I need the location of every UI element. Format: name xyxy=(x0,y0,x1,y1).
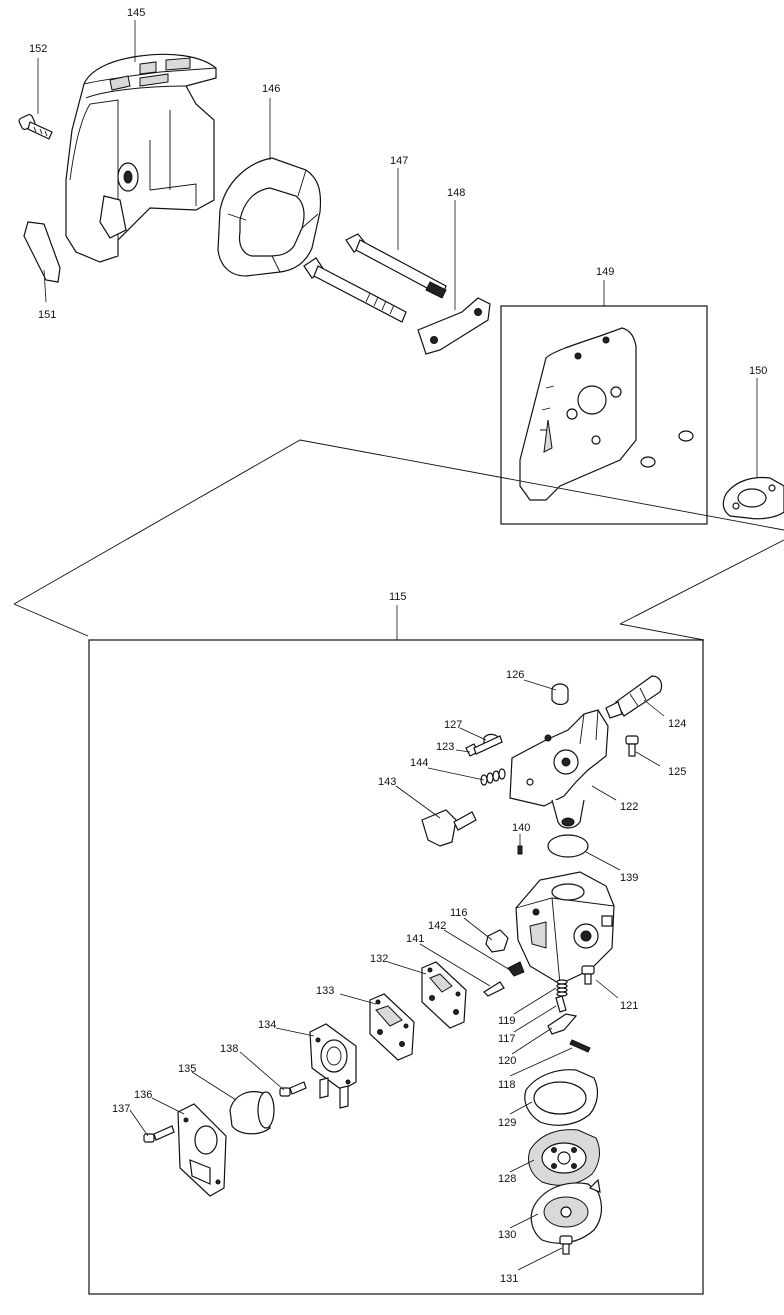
label-147: 147 xyxy=(390,155,408,167)
label-115: 115 xyxy=(389,591,407,603)
part-133-diaphragm xyxy=(369,993,415,1061)
label-145: 145 xyxy=(127,7,145,19)
label-121: 121 xyxy=(620,1000,638,1012)
label-116: 116 xyxy=(450,907,468,919)
label-136: 136 xyxy=(134,1089,152,1101)
label-131: 131 xyxy=(500,1273,518,1285)
part-115-carburetor-body xyxy=(515,871,615,985)
label-128: 128 xyxy=(498,1173,516,1185)
label-142: 142 xyxy=(428,920,446,932)
part-143-choke-knob xyxy=(421,809,477,847)
part-145-air-cleaner-cover xyxy=(65,53,217,263)
label-134: 134 xyxy=(258,1019,276,1031)
label-123: 123 xyxy=(436,741,454,753)
label-139: 139 xyxy=(620,872,638,884)
part-132-gasket xyxy=(421,961,467,1029)
label-137: 137 xyxy=(112,1103,130,1115)
part-116-nut xyxy=(485,929,509,953)
label-126: 126 xyxy=(506,669,524,681)
part-138-screw xyxy=(279,1081,307,1097)
label-127: 127 xyxy=(444,719,462,731)
part-150-insulator xyxy=(722,476,784,520)
part-115-frame xyxy=(88,639,704,1295)
label-138: 138 xyxy=(220,1043,238,1055)
label-119: 119 xyxy=(498,1015,516,1027)
part-147-bolt xyxy=(345,233,447,299)
label-141: 141 xyxy=(406,933,424,945)
part-126-cap xyxy=(551,683,569,706)
part-149-bracket xyxy=(519,327,694,501)
part-125-screw xyxy=(625,735,639,757)
label-130: 130 xyxy=(498,1229,516,1241)
label-148: 148 xyxy=(447,187,465,199)
label-146: 146 xyxy=(262,83,280,95)
part-140-pin xyxy=(517,845,523,855)
part-147-bolt-secondary xyxy=(303,257,407,323)
part-148-plate xyxy=(417,297,491,355)
label-122: 122 xyxy=(620,801,638,813)
label-120: 120 xyxy=(498,1055,516,1067)
part-130-metering-cover xyxy=(530,1178,603,1244)
label-133: 133 xyxy=(316,985,334,997)
part-117-inlet-needle xyxy=(555,995,567,1013)
part-123-screw xyxy=(465,735,503,757)
label-149: 149 xyxy=(596,266,614,278)
label-124: 124 xyxy=(668,718,686,730)
assembly-plane-lines xyxy=(13,439,784,641)
part-128-metering-diaphragm xyxy=(528,1129,600,1186)
label-150: 150 xyxy=(749,365,767,377)
part-121-screw xyxy=(581,965,595,985)
part-151-gasket xyxy=(23,221,61,283)
part-122-throttle-body xyxy=(509,709,609,829)
label-132: 132 xyxy=(370,953,388,965)
part-129-gasket xyxy=(524,1069,599,1126)
part-141-needle xyxy=(483,981,505,997)
part-136-cover-plate xyxy=(177,1103,227,1197)
label-135: 135 xyxy=(178,1063,196,1075)
label-140: 140 xyxy=(512,822,530,834)
part-labels: 152 145 146 147 148 151 149 150 115 126 … xyxy=(29,7,767,1285)
part-144-spring xyxy=(480,768,506,786)
part-139-o-ring xyxy=(547,834,589,858)
part-120-metering-lever xyxy=(547,1013,578,1035)
label-144: 144 xyxy=(410,757,428,769)
label-152: 152 xyxy=(29,43,47,55)
part-124-adjust-screw xyxy=(605,675,663,719)
part-137-screw xyxy=(143,1125,175,1143)
label-151: 151 xyxy=(38,309,56,321)
label-143: 143 xyxy=(378,776,396,788)
part-134-pump-body xyxy=(309,1023,357,1109)
part-131-screw xyxy=(559,1235,573,1255)
label-117: 117 xyxy=(498,1033,516,1045)
leader-lines xyxy=(37,20,758,1271)
label-129: 129 xyxy=(498,1117,516,1129)
part-152-screw xyxy=(18,113,53,140)
part-135-primer-bulb xyxy=(229,1091,275,1135)
label-118: 118 xyxy=(498,1079,516,1091)
part-142-plug xyxy=(507,961,525,977)
part-118-lever-pin xyxy=(569,1039,591,1053)
part-146-air-filter xyxy=(217,157,322,277)
part-119-spring xyxy=(556,979,568,997)
label-125: 125 xyxy=(668,766,686,778)
